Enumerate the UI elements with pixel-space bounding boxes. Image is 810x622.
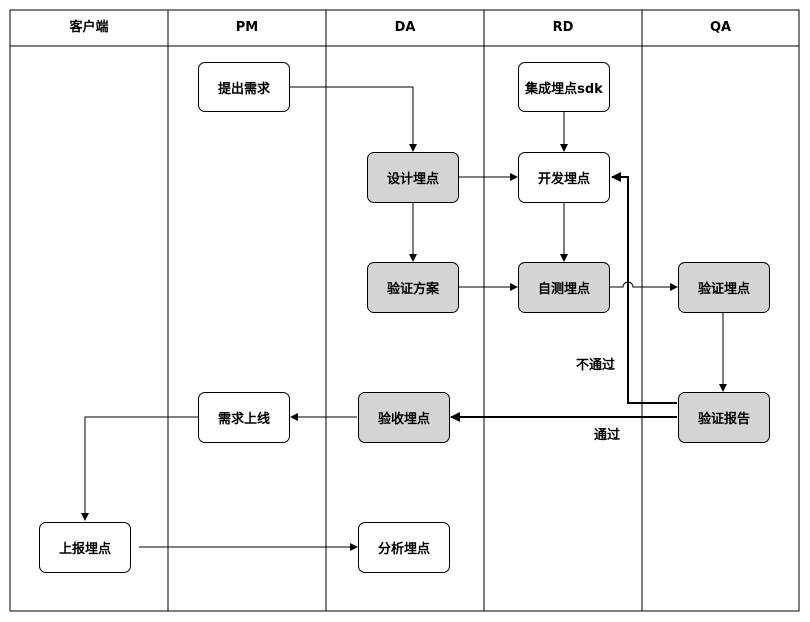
node-self-test[interactable]: 自测埋点 xyxy=(518,262,610,313)
node-analyze-tracking[interactable]: 分析埋点 xyxy=(358,522,450,573)
node-requirement-launch[interactable]: 需求上线 xyxy=(198,392,290,443)
edge-report-to-develop-fail xyxy=(611,172,677,404)
edge-label-pass: 通过 xyxy=(594,428,621,443)
node-integrate-sdk[interactable]: 集成埋点sdk xyxy=(518,62,610,112)
lane-title-rd: RD xyxy=(552,20,574,35)
node-submit-requirement[interactable]: 提出需求 xyxy=(198,62,290,112)
node-report-tracking[interactable]: 上报埋点 xyxy=(39,522,131,573)
lane-title-da: DA xyxy=(394,20,416,35)
node-verification-plan[interactable]: 验证方案 xyxy=(367,262,459,313)
swimlane-border xyxy=(9,9,800,612)
node-verification-report[interactable]: 验证报告 xyxy=(678,392,770,443)
edge-launch-to-report xyxy=(81,416,198,521)
lane-title-pm: PM xyxy=(235,20,259,35)
node-design-tracking[interactable]: 设计埋点 xyxy=(367,152,459,203)
lane-title-qa: QA xyxy=(709,20,732,35)
node-verify-tracking[interactable]: 验证埋点 xyxy=(678,262,770,313)
edge-selftest-to-verify xyxy=(610,281,678,291)
node-develop-tracking[interactable]: 开发埋点 xyxy=(518,152,610,203)
node-accept-tracking[interactable]: 验收埋点 xyxy=(358,392,450,443)
edge-label-fail: 不通过 xyxy=(576,358,616,373)
lane-title-client: 客户端 xyxy=(69,20,109,35)
edge-submit-to-design xyxy=(290,86,417,152)
